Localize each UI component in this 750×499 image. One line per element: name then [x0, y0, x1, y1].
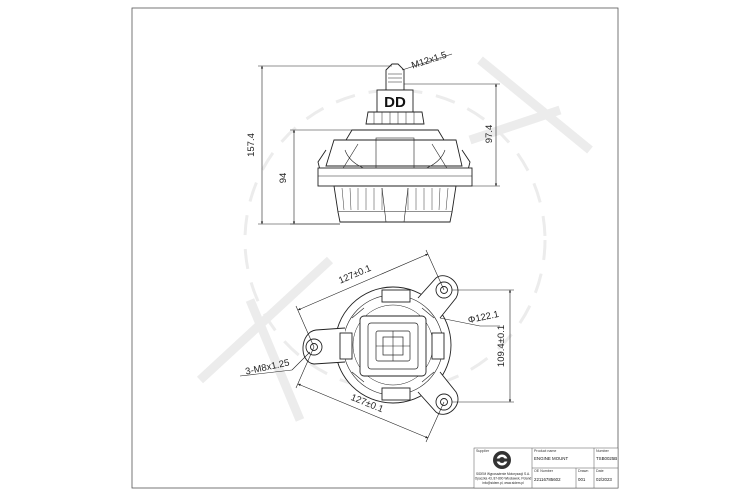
dim-right-spacing: 109.4±0.1 — [496, 325, 507, 367]
dim-diameter: Φ122.1 — [467, 309, 500, 326]
tb-product-name-label: Product name — [534, 449, 556, 453]
tb-company-line1: SIDEM Wyposażenie Motoryzacji S.A. — [476, 472, 530, 476]
company-logo — [493, 451, 511, 469]
dim-upper-height: 97.4 — [484, 125, 495, 144]
tb-drawn: 001 — [578, 477, 586, 482]
tb-product-name: ENGINE MOUNT — [534, 456, 568, 461]
tb-drawn-label: Drawn — [578, 469, 588, 473]
tb-oe-number-label: OE Number — [534, 469, 554, 473]
tb-date-label: Date — [596, 469, 604, 473]
top-view-dimensions — [239, 249, 514, 443]
tb-company-label: Supplier — [476, 449, 490, 453]
drawing-frame — [131, 7, 619, 489]
side-view — [317, 63, 473, 223]
side-view-dimensions — [258, 53, 500, 225]
dim-body-height: 94 — [278, 173, 289, 184]
tb-number-label: Number — [596, 449, 610, 453]
dim-overall-height: 157.4 — [246, 133, 257, 157]
tb-company-line3: info@sidem.pl, www.sidem.pl — [482, 481, 524, 485]
top-view — [302, 275, 459, 415]
part-marking: DD — [384, 94, 406, 111]
tb-date: 02/2023 — [596, 477, 612, 482]
tb-oe-number: 22116785602 — [534, 477, 561, 482]
dim-top-width: 127±0.1 — [337, 263, 373, 287]
tb-company-line2: Opaczka 43, 87-800 Włocławek, Poland — [475, 477, 532, 481]
dim-thread-top: M12x1.5 — [410, 50, 448, 72]
tb-number: TSB0025B — [596, 456, 617, 461]
